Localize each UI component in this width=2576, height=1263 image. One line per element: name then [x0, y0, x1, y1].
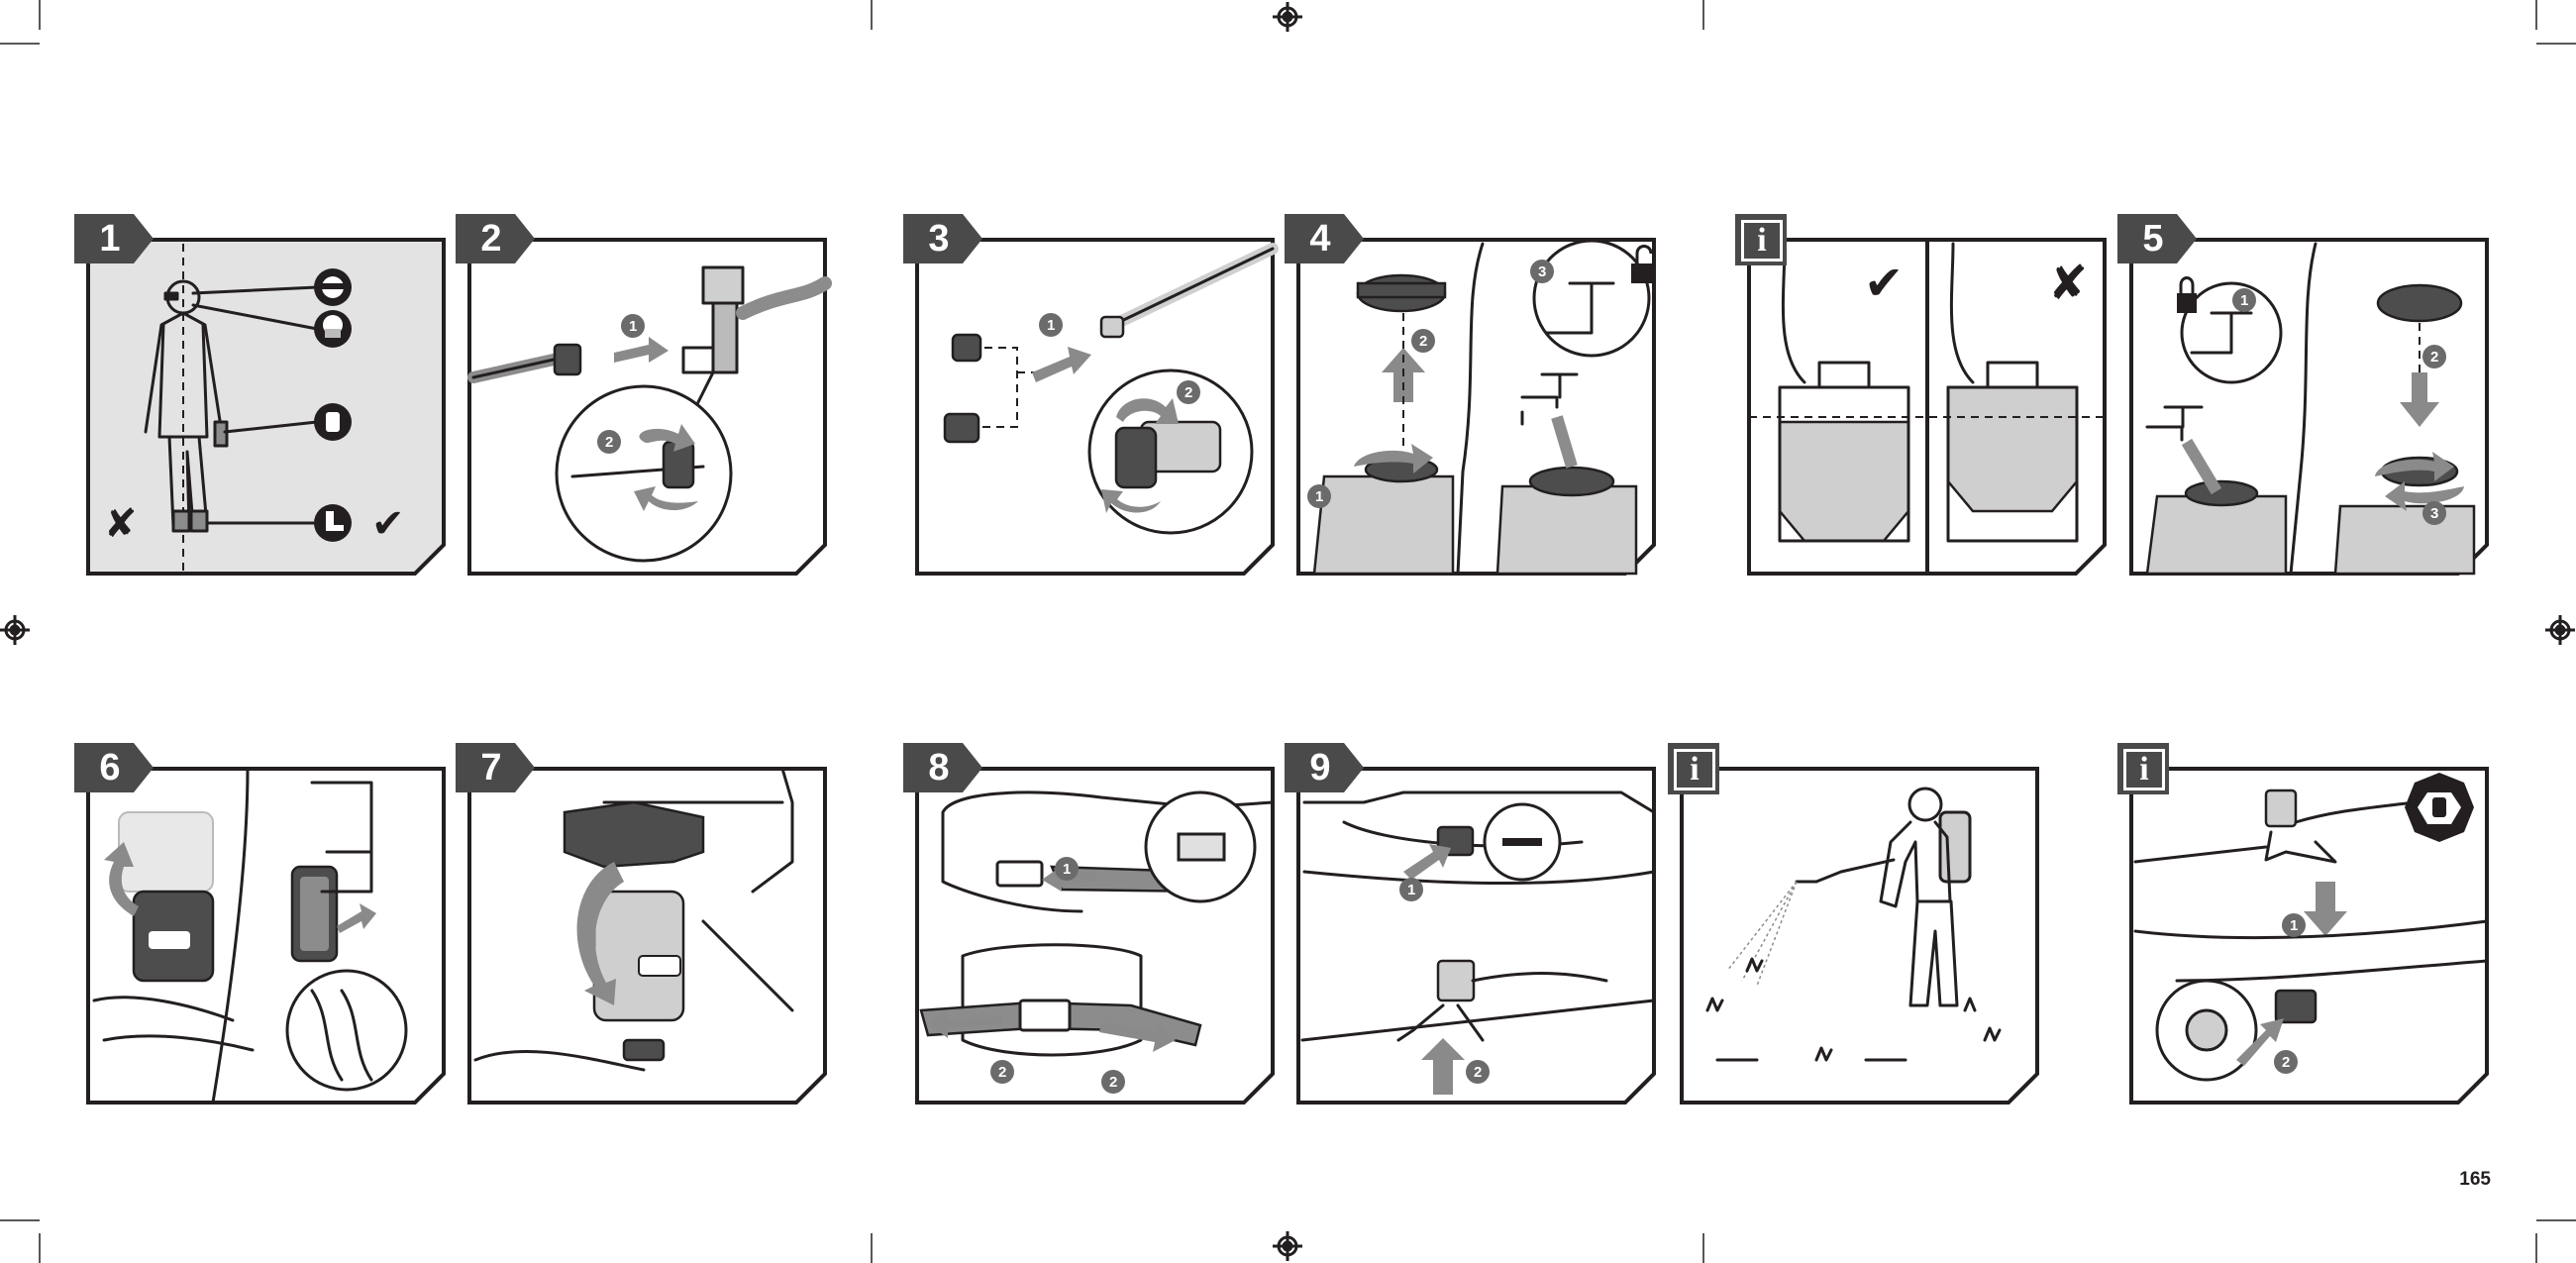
info-stop-panel: 1 2 i — [2117, 743, 2490, 1105]
face-mask-icon — [314, 310, 352, 348]
check-mark: ✔ — [1864, 256, 1904, 311]
step-number: 7 — [467, 745, 515, 790]
step-number-tab: 2 — [456, 214, 537, 263]
step-9-panel: 1 2 9 — [1285, 743, 1657, 1105]
step-number: 6 — [86, 745, 134, 790]
callout-2: 2 — [1185, 384, 1192, 401]
callout-3: 3 — [1538, 263, 1546, 280]
step-number: 9 — [1296, 745, 1344, 790]
step-number: 4 — [1296, 216, 1344, 262]
gloves-icon — [314, 403, 352, 441]
step-number-tab: 8 — [903, 743, 984, 792]
callout-1: 1 — [1063, 861, 1071, 878]
callout-1: 1 — [2240, 292, 2248, 309]
callout-2: 2 — [998, 1064, 1006, 1081]
step-number-tab: 3 — [903, 214, 984, 263]
cross-mark: ✘ — [2048, 256, 2088, 311]
info-badge: i — [1668, 743, 1719, 794]
registration-mark-icon — [1273, 2, 1302, 32]
step-number: 1 — [86, 216, 134, 262]
callout-1: 1 — [2290, 917, 2298, 934]
callout-2: 2 — [605, 434, 613, 451]
step-number-tab: 7 — [456, 743, 537, 792]
callout-2: 2 — [2430, 349, 2438, 366]
callout-2: 2 — [2282, 1054, 2290, 1071]
info-spraying-panel: i — [1668, 743, 2040, 1105]
info-badge: i — [2117, 743, 2169, 794]
info-fill-level-panel: ✔ ✘ i — [1735, 214, 2108, 577]
step-1-panel: ✘ ✔ 1 — [74, 214, 447, 577]
callout-2: 2 — [1474, 1064, 1482, 1081]
cross-mark: ✘ — [104, 501, 138, 547]
step-number-tab: 5 — [2117, 214, 2199, 263]
check-mark: ✔ — [371, 501, 405, 547]
step-number: 8 — [915, 745, 963, 790]
step-number-tab: 4 — [1285, 214, 1366, 263]
step-number-tab: 9 — [1285, 743, 1366, 792]
page-number: 165 — [2459, 1169, 2491, 1191]
callout-1: 1 — [1407, 882, 1415, 898]
callout-1: 1 — [1315, 488, 1323, 505]
step-number-tab: 1 — [74, 214, 155, 263]
info-icon: i — [1741, 220, 1783, 262]
step-2-panel: 1 2 2 — [456, 214, 828, 577]
callout-1: 1 — [1047, 317, 1055, 334]
info-badge: i — [1735, 214, 1787, 265]
registration-mark-icon — [1273, 1231, 1302, 1261]
step-7-panel: 7 — [456, 743, 828, 1105]
registration-mark-icon — [0, 615, 30, 645]
step-6-panel: 6 — [74, 743, 447, 1105]
step-number: 3 — [915, 216, 963, 262]
step-5-panel: 1 2 3 5 — [2117, 214, 2490, 577]
step-number: 5 — [2129, 216, 2177, 262]
callout-3: 3 — [2430, 505, 2438, 522]
info-icon: i — [1674, 749, 1715, 790]
step-3-panel: 1 2 3 — [903, 214, 1276, 577]
step-8-panel: 1 2 2 8 — [903, 743, 1276, 1105]
boots-icon — [314, 504, 352, 542]
callout-2: 2 — [1419, 333, 1427, 350]
info-icon: i — [2123, 749, 2165, 790]
safety-glasses-icon — [314, 268, 352, 306]
callout-2: 2 — [1109, 1074, 1117, 1091]
step-4-panel: 2 1 3 4 — [1285, 214, 1657, 577]
step-number: 2 — [467, 216, 515, 262]
step-number-tab: 6 — [74, 743, 155, 792]
callout-1: 1 — [629, 318, 637, 335]
stop-hand-icon — [2405, 773, 2474, 842]
registration-mark-icon — [2545, 615, 2575, 645]
